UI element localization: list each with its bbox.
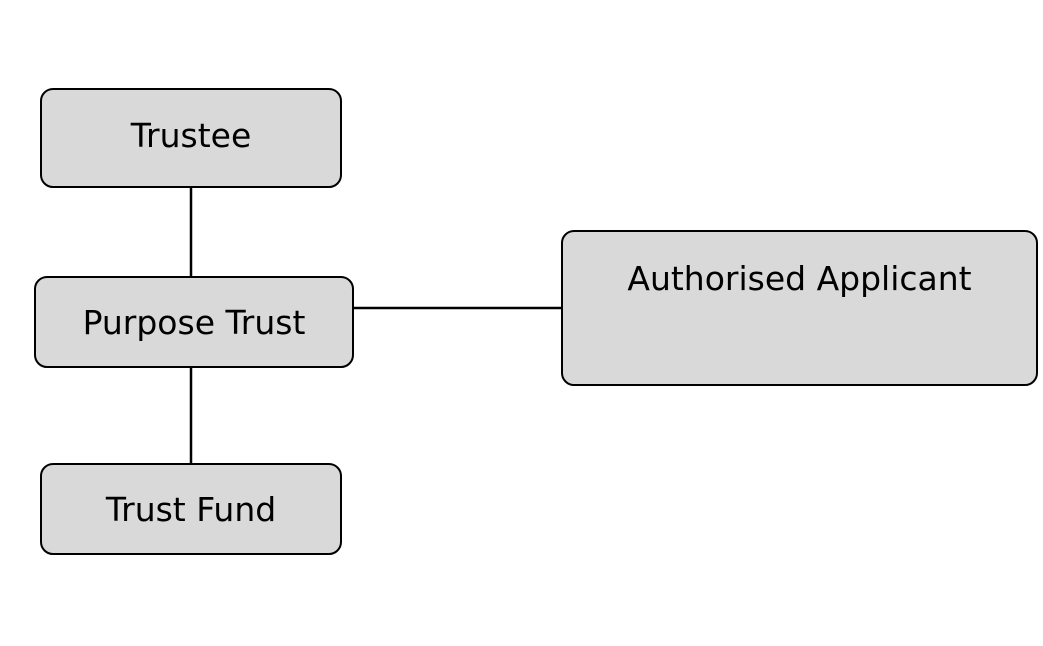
node-trustee: Trustee bbox=[40, 88, 342, 188]
node-purpose-trust: Purpose Trust bbox=[34, 276, 354, 368]
node-trust-fund-label: Trust Fund bbox=[105, 489, 277, 529]
node-trust-fund: Trust Fund bbox=[40, 463, 342, 555]
node-authorised-applicant: Authorised Applicant bbox=[561, 230, 1038, 386]
node-authorised-applicant-label: Authorised Applicant bbox=[627, 259, 972, 298]
node-trustee-label: Trustee bbox=[130, 116, 252, 155]
node-purpose-trust-label: Purpose Trust bbox=[82, 302, 306, 342]
